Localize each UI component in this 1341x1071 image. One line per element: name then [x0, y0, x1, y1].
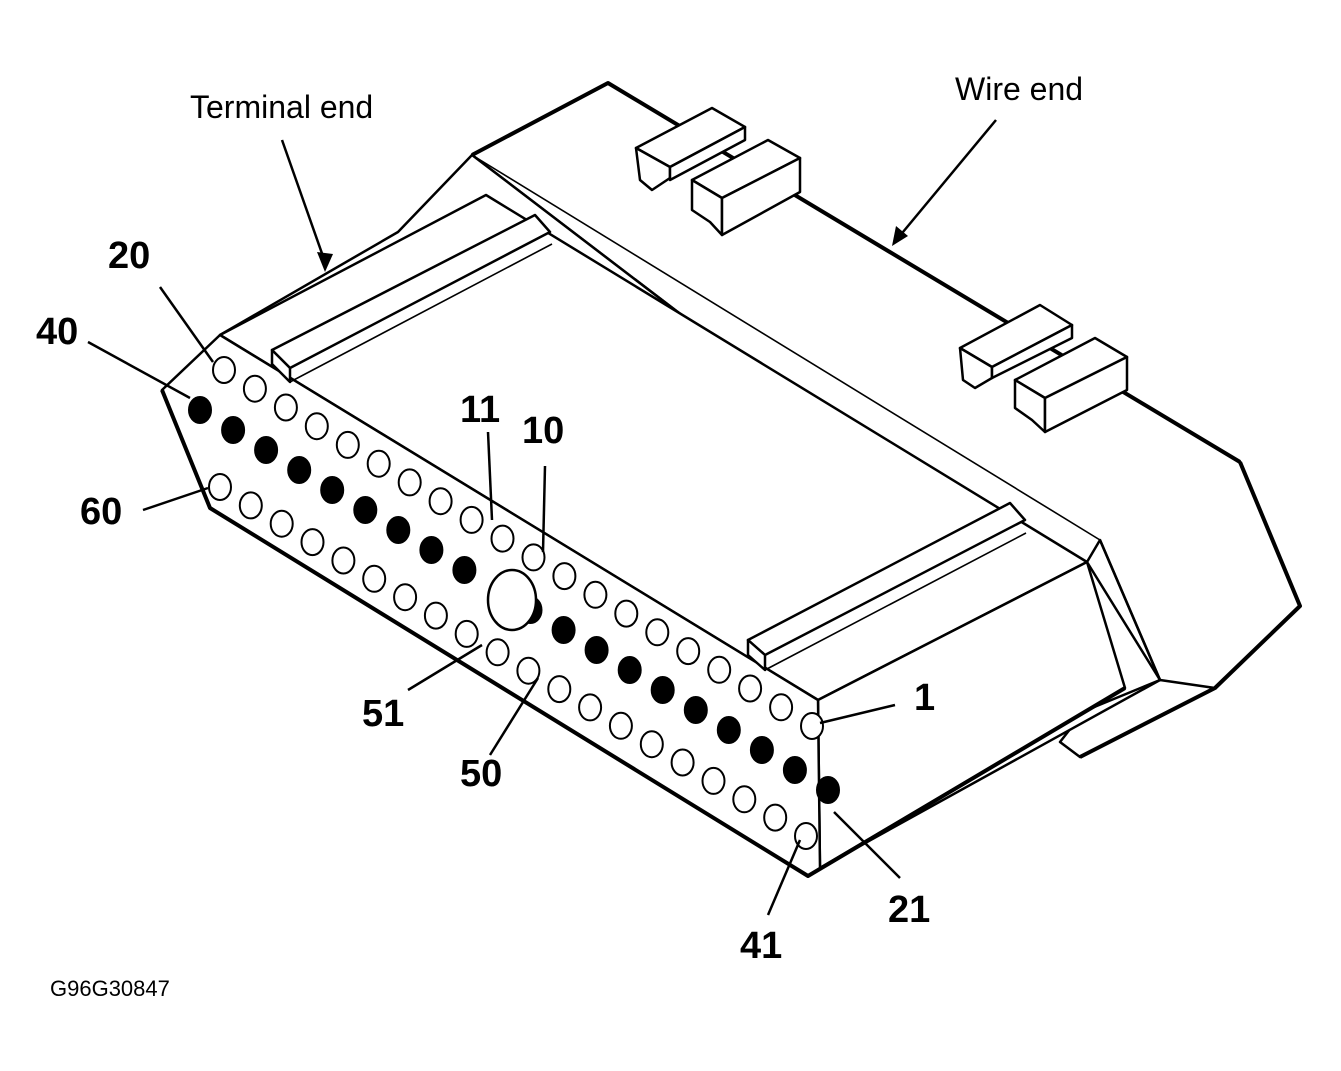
- terminal-end-label: Terminal end: [190, 89, 373, 125]
- pin-cavity: [212, 356, 236, 384]
- pin-cavity: [423, 601, 448, 630]
- pin-cavity: [782, 756, 807, 784]
- polarizing-hole: [486, 568, 538, 632]
- pin-cavity: [707, 655, 732, 684]
- pin-cavity: [221, 416, 246, 444]
- pin-51-label: 51: [362, 693, 404, 735]
- pin-cavity: [683, 696, 708, 724]
- pin-cavity: [254, 436, 279, 464]
- pin-cavity: [242, 374, 267, 403]
- pin-cavity: [353, 496, 378, 524]
- pin-cavity: [583, 580, 608, 609]
- latch-upper-right: [690, 138, 802, 237]
- pin-cavity: [552, 562, 577, 591]
- latch-lower-right: [1013, 336, 1129, 434]
- pin-cavity: [490, 524, 515, 553]
- pin-cavity: [547, 675, 572, 704]
- pin-cavity: [362, 564, 387, 593]
- pin-cavity: [331, 546, 356, 575]
- pin-cavity: [485, 638, 510, 667]
- pin-cavity: [188, 396, 212, 424]
- pin-cavity: [769, 693, 794, 722]
- pin-cavity: [617, 656, 642, 684]
- pin-40-label: 40: [36, 311, 78, 353]
- pin-41-label: 41: [740, 925, 782, 967]
- top-rail-right: [746, 501, 1027, 672]
- pin-cavity: [287, 456, 312, 484]
- pin-cavity: [670, 748, 695, 777]
- pin-21-label: 21: [888, 889, 930, 931]
- pin-cavity: [738, 674, 763, 703]
- pin-cavity: [521, 543, 546, 572]
- pin-cavity: [386, 516, 411, 544]
- pin-cavity: [208, 473, 232, 501]
- pin-cavity: [459, 505, 484, 534]
- arrowheads: [317, 226, 908, 272]
- pin-cavity: [645, 618, 670, 647]
- top-rail-left: [270, 213, 553, 384]
- pin-1-label: 1: [914, 677, 935, 719]
- pin-cavity: [238, 491, 263, 520]
- pin-cavity: [366, 449, 391, 478]
- pin-cavity: [335, 430, 360, 459]
- pin-20-label: 20: [108, 235, 150, 277]
- wire-end-label: Wire end: [955, 71, 1083, 107]
- pin-cavity: [419, 536, 444, 564]
- pin-cavity: [273, 393, 298, 422]
- pin-cavity: [816, 776, 840, 804]
- pin-10-label: 10: [522, 410, 564, 452]
- pin-cavity: [428, 487, 453, 516]
- pin-cavity: [397, 468, 422, 497]
- pin-cavity: [676, 637, 701, 666]
- pin-cavity: [701, 766, 726, 795]
- pin-cavity: [650, 676, 675, 704]
- pin-cavity: [639, 730, 664, 759]
- pin-cavity: [763, 803, 788, 832]
- pin-cavity: [732, 785, 757, 814]
- pin-cavity: [716, 716, 741, 744]
- figure-code: G96G30847: [50, 976, 170, 1001]
- pin-cavity: [516, 656, 541, 685]
- leader-lines: [87, 119, 997, 916]
- pin-cavity: [794, 822, 818, 850]
- pin-cavity: [454, 619, 479, 648]
- pin-cavity: [608, 711, 633, 740]
- pin-cavity: [584, 636, 609, 664]
- pin-11-label: 11: [460, 389, 500, 431]
- latch-lower-left: [958, 303, 1074, 390]
- pin-cavity: [452, 556, 477, 584]
- pin-cavity: [578, 693, 603, 722]
- pin-cavity: [551, 616, 576, 644]
- pin-50-label: 50: [460, 753, 502, 795]
- pin-cavity: [614, 599, 639, 628]
- latch-upper-left: [634, 106, 747, 192]
- pin-cavity: [749, 736, 774, 764]
- pin-cavity: [269, 509, 294, 538]
- pin-cavity: [304, 412, 329, 441]
- pin-cavity: [320, 476, 345, 504]
- pin-cavity: [393, 583, 418, 612]
- pin-cavity: [800, 712, 824, 740]
- pin-60-label: 60: [80, 491, 122, 533]
- pin-cavity: [300, 528, 325, 557]
